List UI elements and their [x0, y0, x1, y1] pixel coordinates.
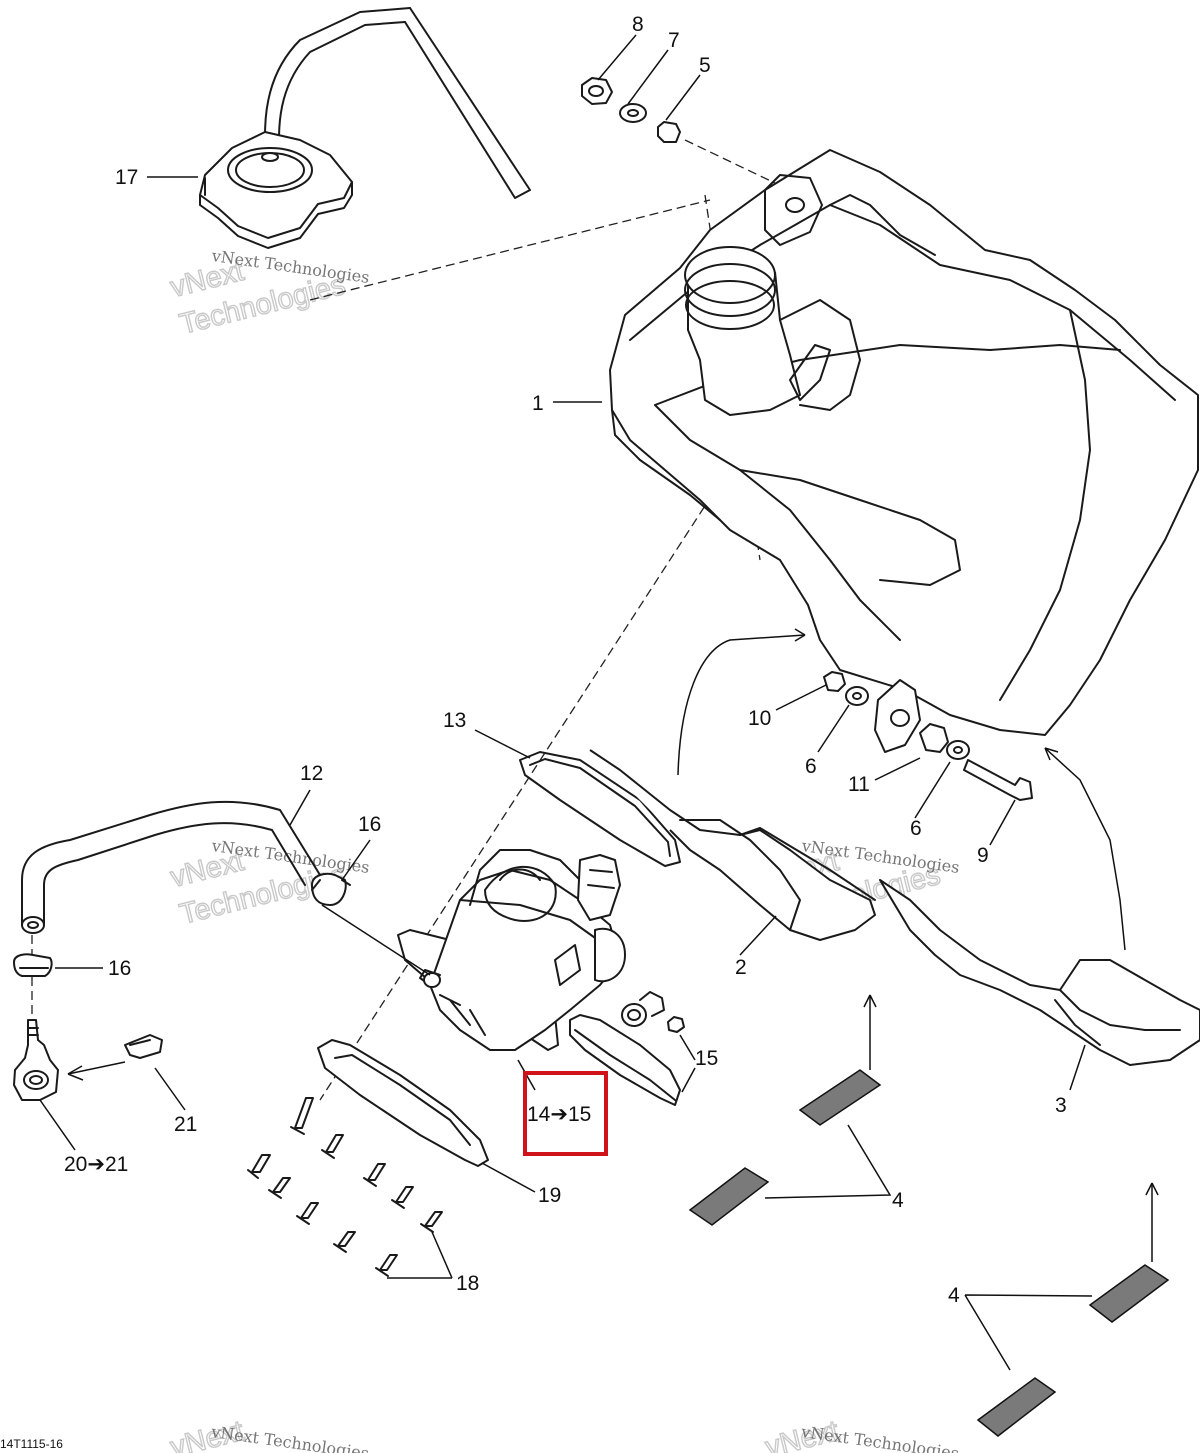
- callout-19: 19: [538, 1184, 561, 1207]
- screw-10: [375, 1254, 398, 1277]
- screw-9: [420, 1211, 443, 1233]
- callout-6b: 6: [910, 817, 922, 840]
- pump-gasket: [519, 751, 681, 867]
- screw-2: [290, 1097, 314, 1135]
- callout-labels: 1 2 3 4 4 5 6 6 7 8 9 10 11 12 13 15 16 …: [64, 13, 1067, 1307]
- fuel-line-group: [13, 800, 431, 1101]
- screw-3: [321, 1134, 344, 1159]
- callout-13: 13: [443, 709, 466, 732]
- direction-arrows: [677, 628, 1159, 1262]
- callout-8: 8: [632, 13, 644, 36]
- hardware-top: [581, 77, 681, 143]
- pad-2: [688, 1167, 770, 1226]
- callout-17: 17: [115, 166, 138, 189]
- fuel-pump-module: [397, 849, 626, 1051]
- heat-shield-3: [879, 879, 1200, 1066]
- callout-15: 15: [695, 1047, 718, 1070]
- callout-20-21: 20➔21: [64, 1153, 128, 1176]
- screw-8: [333, 1231, 356, 1253]
- screw-1: [247, 1154, 271, 1179]
- mounting-plate: [317, 1039, 489, 1167]
- adhesive-pads: [688, 1069, 1170, 1437]
- screws: [247, 1097, 443, 1277]
- callout-14-15[interactable]: 14➔15: [527, 1103, 591, 1126]
- callout-1: 1: [532, 392, 544, 415]
- heat-shield-2: [589, 749, 876, 941]
- callout-21: 21: [174, 1113, 197, 1136]
- screw-4: [268, 1177, 291, 1199]
- callout-4b: 4: [948, 1284, 960, 1307]
- filler-cap: [199, 7, 531, 249]
- watermark-1: vNext Technologies: [167, 254, 350, 341]
- highlight-box[interactable]: [523, 1071, 608, 1156]
- highlighted-callout[interactable]: 14➔15: [523, 1071, 608, 1156]
- callout-9: 9: [977, 844, 989, 867]
- callout-10: 10: [748, 707, 771, 730]
- pad-1: [798, 1069, 882, 1126]
- screw-5: [363, 1163, 386, 1187]
- callout-16a: 16: [358, 813, 381, 836]
- callout-11: 11: [848, 773, 870, 796]
- part-15-group: [569, 991, 685, 1106]
- fuel-tank: [609, 149, 1199, 753]
- drawing-code: 14T1115-16: [0, 1437, 63, 1451]
- callout-16b: 16: [108, 957, 131, 980]
- callout-7: 7: [668, 29, 680, 52]
- screw-6: [296, 1202, 319, 1225]
- callout-18: 18: [456, 1272, 479, 1295]
- callout-4a: 4: [892, 1189, 904, 1212]
- screw-7: [391, 1186, 414, 1209]
- pad-4: [976, 1377, 1057, 1437]
- callout-3: 3: [1055, 1094, 1067, 1117]
- callout-6a: 6: [805, 755, 817, 778]
- pad-3: [1088, 1264, 1170, 1323]
- callout-2: 2: [735, 956, 747, 979]
- callout-12: 12: [300, 762, 323, 785]
- leader-lines: [39, 34, 1093, 1371]
- hardware-mount: [823, 671, 1033, 801]
- callout-5: 5: [699, 54, 711, 77]
